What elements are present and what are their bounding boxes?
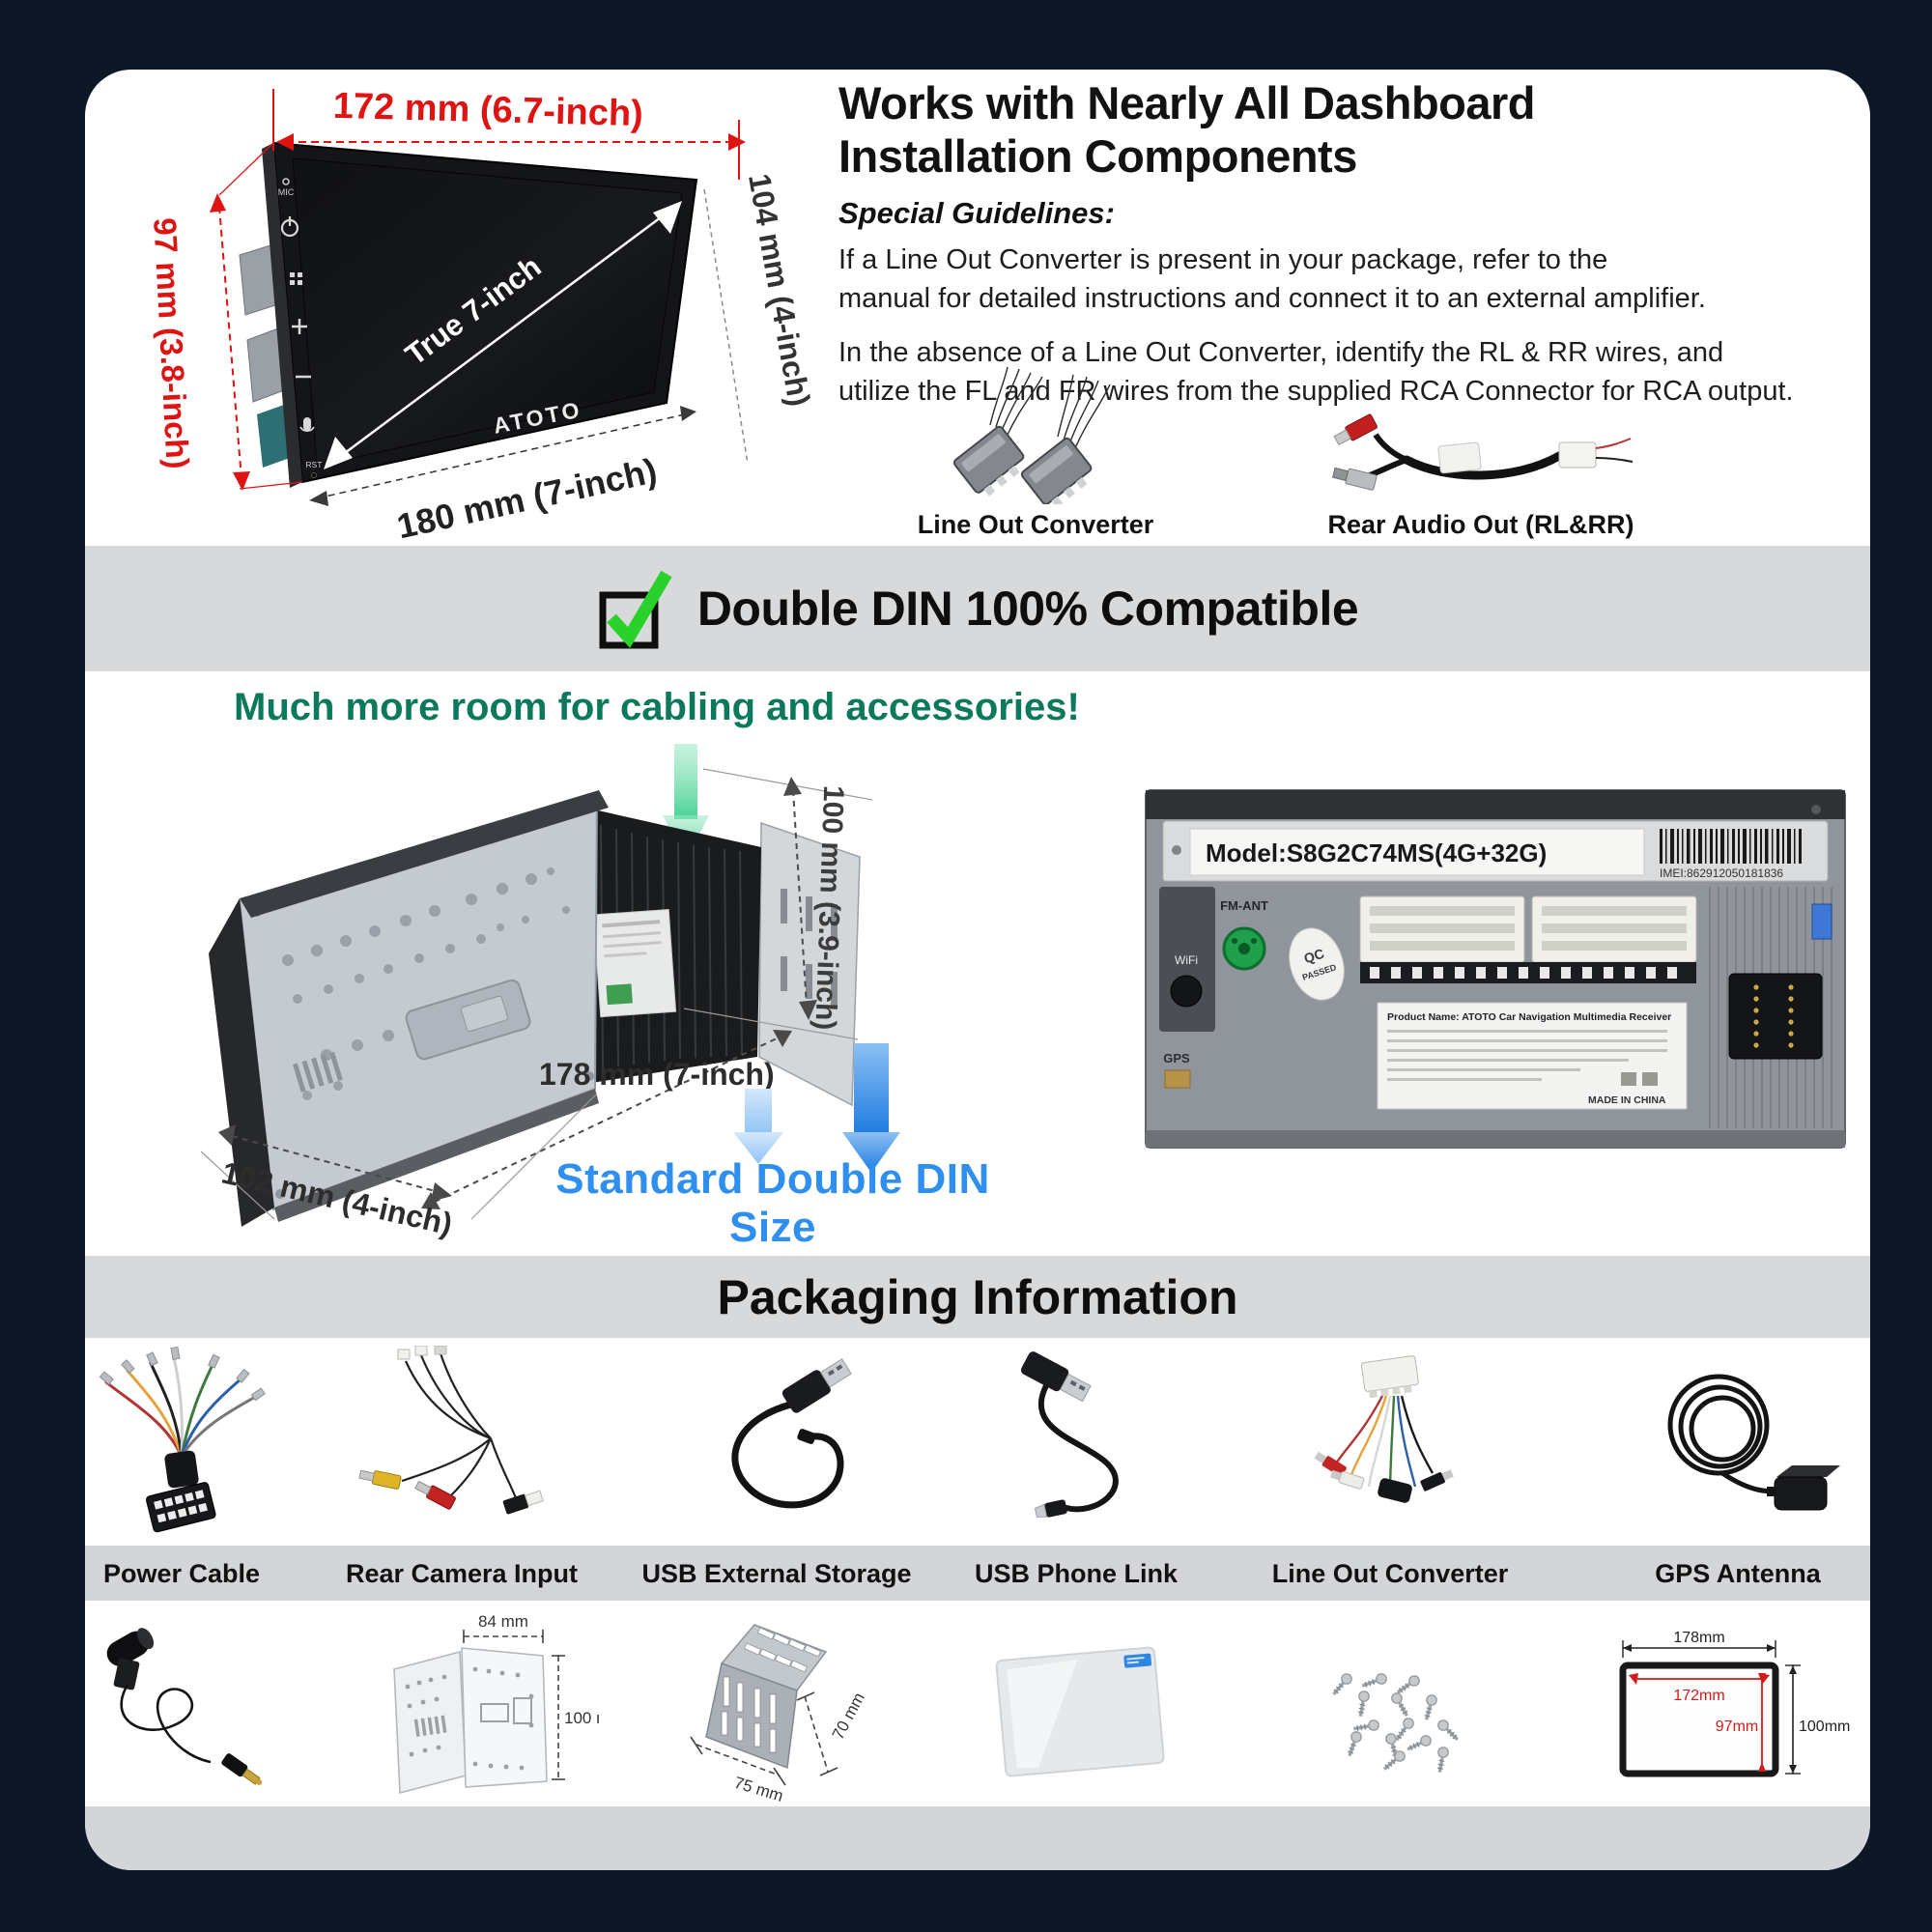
frame-inner-width-dim: 172mm <box>1673 1688 1724 1704</box>
mic-label: MIC <box>278 187 295 197</box>
gps-label: GPS <box>1163 1051 1190 1065</box>
usb-external-storage-image <box>622 1343 931 1541</box>
rear-camera-input-image <box>307 1343 616 1541</box>
usb-phone-link-image <box>922 1343 1231 1541</box>
rear-unit-figure: Model:S8G2C74MS(4G+32G) IMEI:86291205018… <box>1145 789 1846 1149</box>
cabling-title: Much more room for cabling and accessori… <box>234 686 1080 728</box>
barcode <box>1660 829 1802 864</box>
cage-depth-dim: 178 mm (7-inch) <box>539 1057 775 1092</box>
installation-frame-image: 178mm 172mm 97mm 100mm <box>1571 1606 1870 1804</box>
rear-imei-label: IMEI:862912050181836 <box>1660 867 1783 880</box>
checkbox-check-icon <box>599 570 672 649</box>
harness-connectors <box>1359 895 1697 983</box>
mounting-cage-figure <box>200 768 873 1227</box>
packaging-banner-text: Packaging Information <box>717 1269 1238 1324</box>
gps-antenna-label: GPS Antenna <box>1655 1559 1821 1588</box>
double-din-banner-text: Double DIN 100% Compatible <box>696 582 1359 636</box>
mounting-screws-image <box>1248 1606 1557 1804</box>
rear-audio-out-image <box>1332 413 1634 491</box>
power-cable-label: Power Cable <box>102 1559 261 1588</box>
device-screen <box>292 157 683 467</box>
line-out-converter-label: Line Out Converter <box>917 510 1154 539</box>
line-out-converter-row-image <box>1236 1343 1545 1541</box>
svg-text:QC: QC <box>1302 946 1326 967</box>
dim-left-label: 97 mm (3.8-inch) <box>147 216 196 469</box>
power-cable-image <box>85 1343 336 1541</box>
din-bracket-height-dim: 100 mm <box>564 1709 599 1727</box>
row1-label-bar <box>85 1546 1870 1601</box>
gps-puck <box>1767 1464 1840 1510</box>
power-icon <box>280 216 299 238</box>
voice-icon <box>299 417 315 433</box>
external-microphone-image <box>85 1606 338 1804</box>
standard-din-size-label: Standard Double DIN Size <box>555 1155 990 1251</box>
volume-up-icon <box>292 319 307 334</box>
double-din-banner: Double DIN 100% Compatible <box>85 546 1870 671</box>
screen-protector-image <box>925 1606 1235 1804</box>
frame-outer-width-dim: 178mm <box>1673 1630 1724 1646</box>
line-out-converter-image <box>952 366 1111 504</box>
qc-passed-sticker: QC PASSED <box>1289 927 1345 1001</box>
dim-right-label: 104 mm (4-inch) <box>742 171 817 409</box>
rear-audio-out-label: Rear Audio Out (RL&RR) <box>1327 510 1634 539</box>
rear-audio-out-figure: Rear Audio Out (RL&RR) <box>1320 390 1642 540</box>
mic-hole-icon <box>282 178 290 185</box>
rear-camera-input-label: Rear Camera Input <box>345 1559 579 1588</box>
fm-ant-label: FM-ANT <box>1220 898 1268 913</box>
frame-inner-height-dim: 97mm <box>1716 1719 1758 1735</box>
packaging-banner: Packaging Information <box>85 1256 1870 1338</box>
product-info-label: Product Name: ATOTO Car Navigation Multi… <box>1377 1002 1688 1110</box>
mounting-bracket-width-dim: 75 mm <box>732 1773 785 1802</box>
diagonal-arrow <box>340 213 666 458</box>
rst-label: RST <box>306 460 323 469</box>
usb-external-storage-label: USB External Storage <box>641 1559 912 1588</box>
dim-bottom-label: 180 mm (7-inch) <box>393 450 660 546</box>
wifi-label: WiFi <box>1175 953 1198 967</box>
mounting-bracket-height-dim: 70 mm <box>829 1690 868 1743</box>
line-out-converter-figure: Line Out Converter <box>914 361 1157 540</box>
svg-text:MADE IN CHINA: MADE IN CHINA <box>1588 1094 1666 1106</box>
double-din-brackets-image: 84 mm 100 mm <box>328 1606 638 1804</box>
blue-down-arrows-icon <box>733 1043 900 1173</box>
head-unit-dimension-figure: MIC RST ATOTO True 7-inch <box>147 86 817 547</box>
mounting-brackets-image: 75 mm 70 mm <box>623 1606 932 1804</box>
app-grid-icon <box>290 272 302 285</box>
paragraph-2: In the absence of a Line Out Converter, … <box>838 337 1794 408</box>
gps-antenna-image <box>1583 1343 1870 1541</box>
dim-top-label: 172 mm (6.7-inch) <box>332 86 643 134</box>
svg-text:Product Name: ATOTO Car Naviga: Product Name: ATOTO Car Navigation Multi… <box>1387 1011 1671 1023</box>
rear-model-label: Model:S8G2C74MS(4G+32G) <box>1206 838 1547 867</box>
content-card: MIC RST ATOTO True 7-inch <box>85 70 1870 1870</box>
frame-outer-height-dim: 100mm <box>1799 1719 1850 1735</box>
paragraph-1: If a Line Out Converter is present in yo… <box>838 244 1706 315</box>
row2-label-bar <box>85 1806 1870 1870</box>
usb-phone-link-label: USB Phone Link <box>974 1559 1178 1588</box>
guidelines-title: Special Guidelines: <box>838 196 1115 231</box>
line-out-converter-row-label: Line Out Converter <box>1271 1559 1509 1588</box>
din-bracket-width-dim: 84 mm <box>478 1612 528 1631</box>
